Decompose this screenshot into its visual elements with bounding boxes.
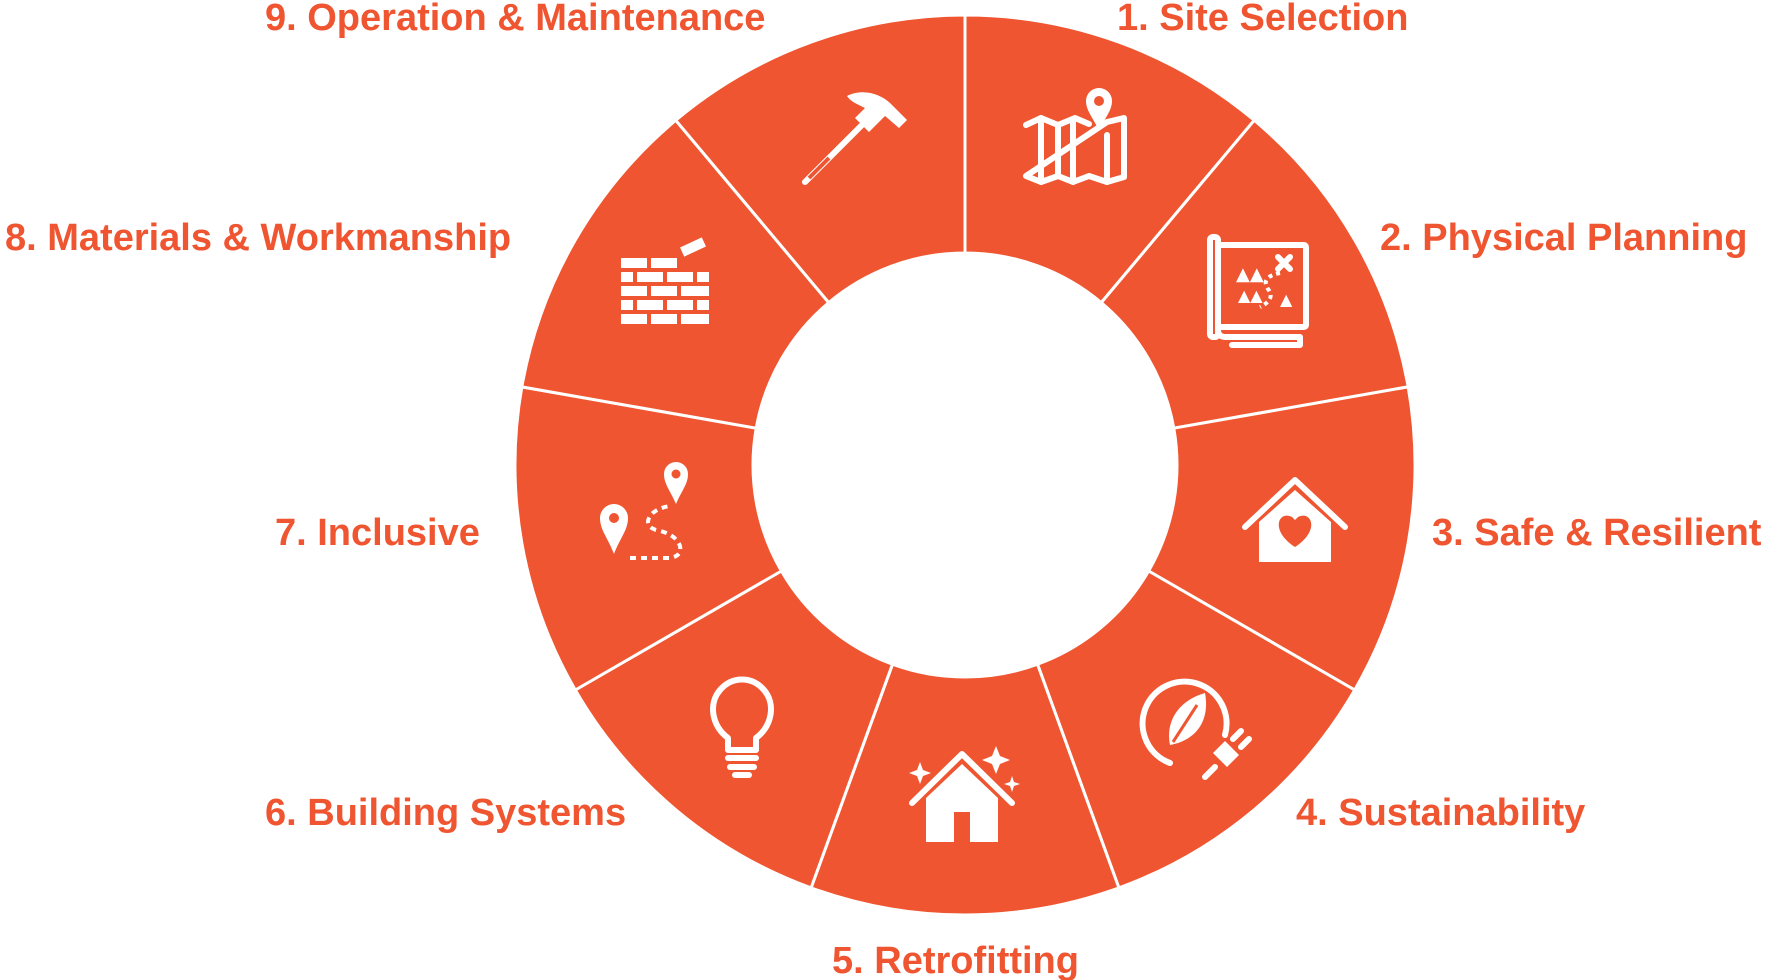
leaf-plug-icon (1139, 678, 1252, 780)
label-building-systems: 6. Building Systems (265, 792, 626, 834)
label-operation-maintenance: 9. Operation & Maintenance (265, 0, 765, 39)
svg-text:▲: ▲ (1280, 290, 1293, 309)
map-pin-icon (1023, 88, 1127, 185)
label-safe-resilient: 3. Safe & Resilient (1432, 512, 1762, 554)
label-physical-planning: 2. Physical Planning (1380, 217, 1747, 259)
ring-segment-6 (573, 568, 895, 890)
house-heart-icon (1242, 477, 1348, 562)
ring-segment-9 (673, 13, 967, 305)
lightbulb-icon (710, 676, 774, 778)
route-icon (600, 462, 688, 560)
label-sustainability: 4. Sustainability (1296, 792, 1585, 834)
hammer-icon (802, 92, 907, 185)
house-sparkle-icon (909, 746, 1020, 842)
bricks-icon (621, 237, 709, 324)
svg-text:▲▲: ▲▲ (1238, 286, 1263, 305)
ring-segment-7 (513, 385, 784, 693)
ring-segment-2 (1099, 118, 1410, 430)
label-retrofitting: 5. Retrofitting (832, 940, 1079, 980)
label-materials-workmanship: 8. Materials & Workmanship (5, 217, 511, 259)
label-site-selection: 1. Site Selection (1117, 0, 1408, 39)
segment-labels: 1. Site Selection 2. Physical Planning 3… (5, 0, 1762, 980)
svg-text:▲▲: ▲▲ (1236, 264, 1264, 285)
label-inclusive: 7. Inclusive (275, 512, 480, 554)
blueprint-icon: ▲▲ ▲▲ ▲ (1207, 234, 1309, 348)
